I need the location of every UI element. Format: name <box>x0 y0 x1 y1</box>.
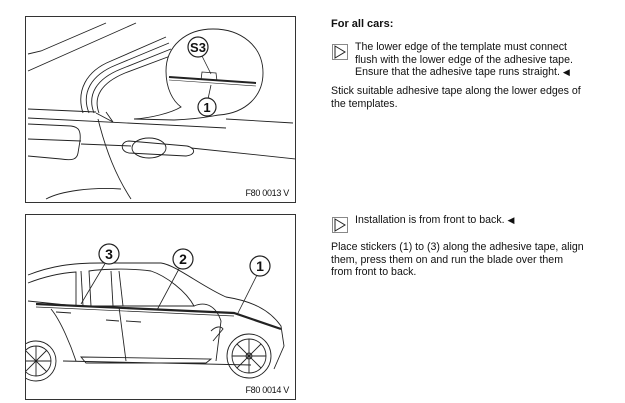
callout-2-circle <box>172 248 194 270</box>
paragraph-line: the templates. <box>331 97 398 110</box>
callout-s3-circle <box>187 36 209 58</box>
end-marker-icon: ◀ <box>562 67 570 78</box>
instruction-paragraph: Stick suitable adhesive tape along the l… <box>331 85 581 110</box>
paragraph-line: Stick suitable adhesive tape along the l… <box>331 85 581 97</box>
paragraph-line: them, press them on and run the blade ov… <box>331 253 564 266</box>
callout-2: 2 <box>179 251 187 267</box>
callout-1: 1 <box>203 100 210 115</box>
note-text: The lower edge of the template must conn… <box>355 41 573 79</box>
car-side-illustration: 3 2 1 <box>26 243 285 382</box>
figure-code: F80 0013 V <box>245 188 289 198</box>
note-arrow-icon <box>332 44 348 60</box>
note-line: Installation is from front to back. <box>355 214 505 226</box>
figure-car-side: 3 2 1 F80 0014 V <box>25 214 296 400</box>
note-text: Installation is from front to back. ◀ <box>355 214 514 227</box>
paragraph-line: from front to back. <box>331 266 417 279</box>
note-line: The lower edge of the template must conn… <box>355 41 567 53</box>
figure-code: F80 0014 V <box>245 385 289 395</box>
section-heading: For all cars: <box>331 18 394 30</box>
note-line: Ensure that the adhesive tape runs strai… <box>355 66 560 79</box>
instruction-paragraph: Place stickers (1) to (3) along the adhe… <box>331 241 584 279</box>
figure-window-detail: S3 1 F80 0013 V <box>25 16 296 203</box>
note-line: flush with the lower edge of the adhesiv… <box>355 53 573 66</box>
callout-1-circle <box>249 255 271 277</box>
callout-3: 3 <box>105 246 113 262</box>
callout-1-circle <box>197 97 217 117</box>
window-detail-illustration: S3 1 <box>27 22 295 200</box>
paragraph-line: Place stickers (1) to (3) along the adhe… <box>331 241 584 253</box>
note-arrow-icon <box>332 217 348 233</box>
callout-3-circle <box>98 243 120 265</box>
callout-s3: S3 <box>190 40 206 55</box>
callout-1: 1 <box>256 258 264 274</box>
end-marker-icon: ◀ <box>507 215 515 225</box>
